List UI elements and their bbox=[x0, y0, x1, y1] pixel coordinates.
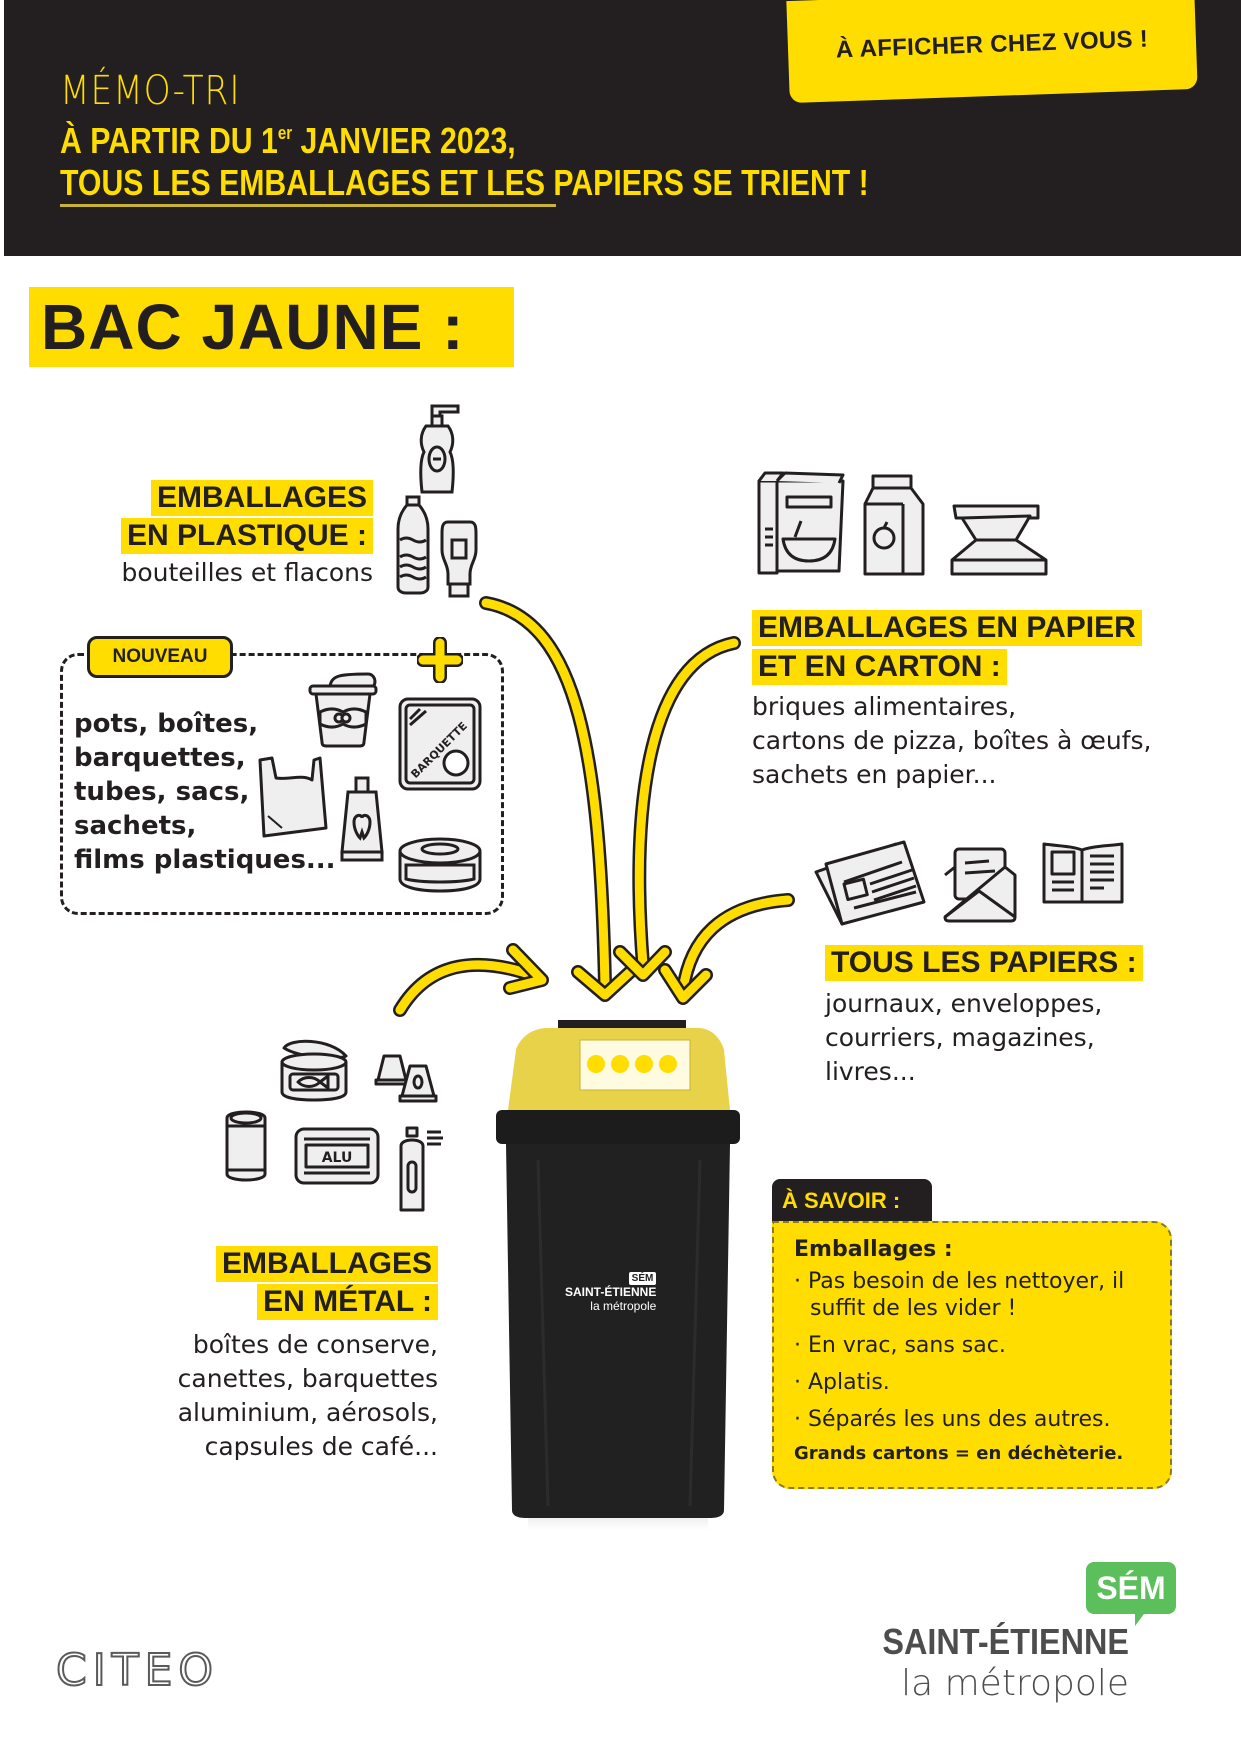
savoir-footer: Grands cartons = en déchèterie. bbox=[794, 1443, 1124, 1464]
round-box-icon bbox=[398, 837, 482, 893]
a-savoir-box: Emballages : Pas besoin de les nettoyer,… bbox=[772, 1221, 1172, 1489]
nouveau-item: pots, boîtes, bbox=[74, 709, 259, 739]
yellow-bin-image bbox=[496, 1020, 740, 1530]
nouveau-badge: NOUVEAU bbox=[87, 636, 233, 678]
nouveau-item: barquettes, bbox=[74, 743, 246, 773]
section-papier-carton: EMBALLAGES EN PAPIER ET EN CARTON : briq… bbox=[752, 610, 1151, 792]
arrow-plastique-icon bbox=[479, 596, 637, 1002]
nouveau-item: tubes, sacs, bbox=[74, 777, 250, 807]
nouveau-dashed-box bbox=[60, 653, 504, 915]
plastic-bag-icon bbox=[258, 756, 328, 838]
juice-carton-icon bbox=[863, 474, 925, 576]
tous-papiers-description: journaux, enveloppes, courriers, magazin… bbox=[825, 989, 1103, 1086]
memo-tri-kicker: MÉMO-TRI bbox=[60, 68, 241, 114]
savoir-heading: Emballages : bbox=[794, 1237, 953, 1262]
metal-description: boîtes de conserve, canettes, barquettes… bbox=[177, 1330, 438, 1461]
plastique-title-line2: EN PLASTIQUE : bbox=[120, 518, 373, 554]
nouveau-item: films plastiques... bbox=[74, 845, 336, 875]
nouveau-item: sachets, bbox=[74, 811, 197, 841]
display-at-home-ribbon: À AFFICHER CHEZ VOUS ! bbox=[786, 0, 1198, 104]
arrow-papier-icon bbox=[613, 636, 741, 982]
section-metal: EMBALLAGES EN MÉTAL : boîtes de conserve… bbox=[178, 1246, 438, 1464]
a-savoir-tag: À SAVOIR : bbox=[772, 1179, 932, 1223]
pump-bottle-icon bbox=[419, 404, 460, 494]
headline-underline bbox=[60, 204, 556, 207]
aerosol-icon bbox=[399, 1126, 443, 1212]
coffee-capsule-icon bbox=[374, 1054, 438, 1103]
sem-logo-badge: SÉM bbox=[1086, 1562, 1176, 1614]
bin-logo: SÉM SAINT-ÉTIENNE la métropole bbox=[565, 1272, 657, 1313]
arrow-tous-papiers-icon bbox=[658, 893, 795, 1005]
tin-can-icon bbox=[280, 1039, 348, 1102]
saint-etienne-metropole-logo: SAINT-ÉTIENNE la métropole bbox=[882, 1621, 1129, 1705]
savoir-item: Pas besoin de les nettoyer, il suffit de… bbox=[794, 1268, 1150, 1322]
nouveau-items-list: pots, boîtes, barquettes, tubes, sacs, s… bbox=[74, 707, 336, 877]
magazine-icon bbox=[1042, 842, 1124, 904]
papier-title-line2: ET EN CARTON : bbox=[752, 649, 1007, 685]
header-date-line: À PARTIR DU 1er JANVIER 2023, bbox=[60, 120, 516, 161]
water-bottle-icon bbox=[396, 495, 430, 595]
soda-can-icon bbox=[225, 1110, 267, 1182]
page-title: BAC JAUNE : bbox=[29, 287, 514, 367]
plus-icon bbox=[417, 637, 463, 683]
envelope-icon bbox=[943, 847, 1017, 923]
papier-description: briques alimentaires, cartons de pizza, … bbox=[752, 692, 1152, 789]
savoir-item: Séparés les uns des autres. bbox=[794, 1406, 1150, 1433]
tray-icon: BARQUETTE bbox=[398, 697, 482, 791]
newspaper-icon bbox=[814, 840, 926, 926]
pizza-box-icon bbox=[950, 504, 1048, 576]
arrow-metal-icon bbox=[393, 943, 549, 1017]
sauce-bottle-icon bbox=[440, 520, 478, 598]
citeo-logo: CITEO bbox=[55, 1644, 220, 1697]
metal-title-line2: EN MÉTAL : bbox=[257, 1284, 438, 1320]
cereal-box-icon bbox=[757, 471, 845, 575]
svg-text:ALU: ALU bbox=[322, 1150, 353, 1166]
section-tous-papiers: TOUS LES PAPIERS : journaux, enveloppes,… bbox=[825, 945, 1143, 1089]
plastique-description: bouteilles et flacons bbox=[121, 558, 374, 587]
tous-papiers-title: TOUS LES PAPIERS : bbox=[825, 945, 1143, 981]
header-headline: TOUS LES EMBALLAGES ET LES PAPIERS SE TR… bbox=[60, 162, 869, 203]
savoir-item: Aplatis. bbox=[794, 1369, 1150, 1396]
papier-title-line1: EMBALLAGES EN PAPIER bbox=[752, 610, 1142, 646]
savoir-item: En vrac, sans sac. bbox=[794, 1332, 1150, 1359]
section-plastique: EMBALLAGES EN PLASTIQUE : bouteilles et … bbox=[120, 478, 374, 590]
plastique-title-line1: EMBALLAGES bbox=[151, 480, 373, 516]
yogurt-pot-icon bbox=[308, 672, 378, 748]
toothpaste-tube-icon bbox=[340, 776, 384, 862]
metal-title-line1: EMBALLAGES bbox=[216, 1246, 438, 1282]
alu-tray-icon: ALU bbox=[294, 1127, 380, 1185]
